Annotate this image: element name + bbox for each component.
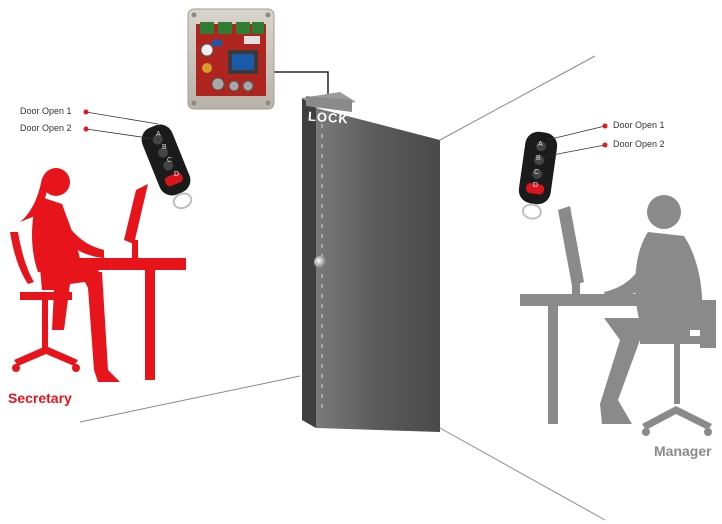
- floor-line-right: [440, 428, 605, 520]
- callout-dot: [603, 143, 608, 148]
- manager-role-label: Manager: [654, 443, 712, 459]
- remote-button-b: B: [162, 144, 167, 151]
- manager-door-open-1-label: Door Open 1: [613, 120, 665, 130]
- secretary-door-open-2-label: Door Open 2: [20, 123, 72, 133]
- relay-controller-board-icon: [188, 9, 274, 109]
- remote-button-a: A: [156, 131, 161, 138]
- remote-button-b: B: [536, 155, 541, 162]
- seated-man-at-computer-icon: [520, 195, 716, 436]
- secretary-door-open-1-label: Door Open 1: [20, 106, 72, 116]
- door-front: [316, 108, 440, 432]
- callout-dot: [84, 127, 89, 132]
- manager-door-open-2-label: Door Open 2: [613, 139, 665, 149]
- remote-button-d: D: [533, 182, 538, 189]
- lock-label: LOCK: [308, 109, 350, 127]
- remote-button-a: A: [538, 141, 543, 148]
- callout-dot: [84, 110, 89, 115]
- seated-woman-at-computer-icon: [10, 168, 186, 382]
- door-knob-icon: [314, 256, 326, 268]
- remote-button-c: C: [534, 169, 539, 176]
- callout-dot: [603, 124, 608, 129]
- secretary-role-label: Secretary: [8, 390, 72, 406]
- key-fob-remote-icon: [138, 121, 200, 214]
- door-icon: [302, 92, 440, 432]
- floor-line-left: [80, 376, 300, 422]
- wall-line-right-top: [440, 56, 595, 140]
- remote-button-d: D: [174, 171, 179, 178]
- door-edge: [302, 98, 316, 428]
- remote-button-c: C: [167, 157, 172, 164]
